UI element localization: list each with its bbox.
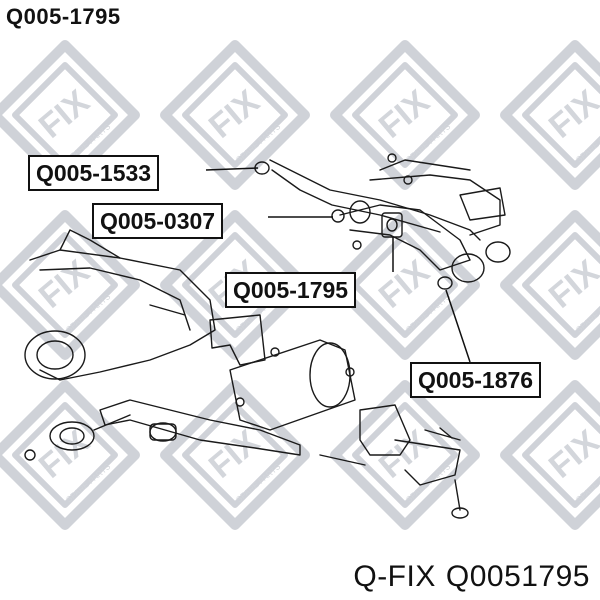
footer-caption: Q-FIX Q0051795 [343, 560, 590, 594]
footer-code: Q0051795 [445, 560, 590, 593]
footer-brand: Q-FIX [353, 560, 436, 593]
callout-q005-1876[interactable]: Q005-1876 [410, 362, 542, 398]
callout-q005-0307[interactable]: Q005-0307 [92, 203, 224, 239]
line-drawing [24, 153, 511, 519]
callout-q005-1795[interactable]: Q005-1795 [225, 272, 357, 308]
leader-q005-1533 [205, 167, 259, 171]
page-title-part-code: Q005-1795 [6, 4, 121, 29]
leader-lines [205, 167, 471, 363]
callout-q005-1533[interactable]: Q005-1533 [28, 155, 160, 191]
leader-q005-1876 [445, 289, 471, 363]
